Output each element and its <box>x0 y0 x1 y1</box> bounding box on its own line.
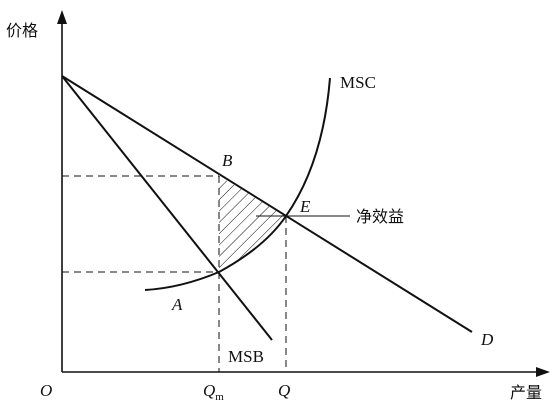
q-tick-label: Q <box>278 381 290 400</box>
origin-label: O <box>40 381 52 400</box>
msc-curve <box>144 77 331 291</box>
point-e-label: E <box>299 197 311 216</box>
y-axis-label: 价格 <box>6 21 38 40</box>
msb-label: MSB <box>228 347 264 366</box>
x-axis-arrow <box>536 367 550 377</box>
demand-label: D <box>480 330 494 349</box>
y-axis-arrow <box>57 10 67 24</box>
msb-curve <box>61 75 273 341</box>
net-benefit-hatched-area <box>219 176 286 272</box>
x-axis-label: 产量 <box>510 383 542 402</box>
msc-label: MSC <box>340 73 376 92</box>
demand-curve <box>61 75 473 333</box>
point-b-label: B <box>222 151 233 170</box>
net-benefit-label: 净效益 <box>356 207 404 226</box>
qm-tick-label: Qm <box>203 381 224 403</box>
point-a-label: A <box>171 295 183 314</box>
